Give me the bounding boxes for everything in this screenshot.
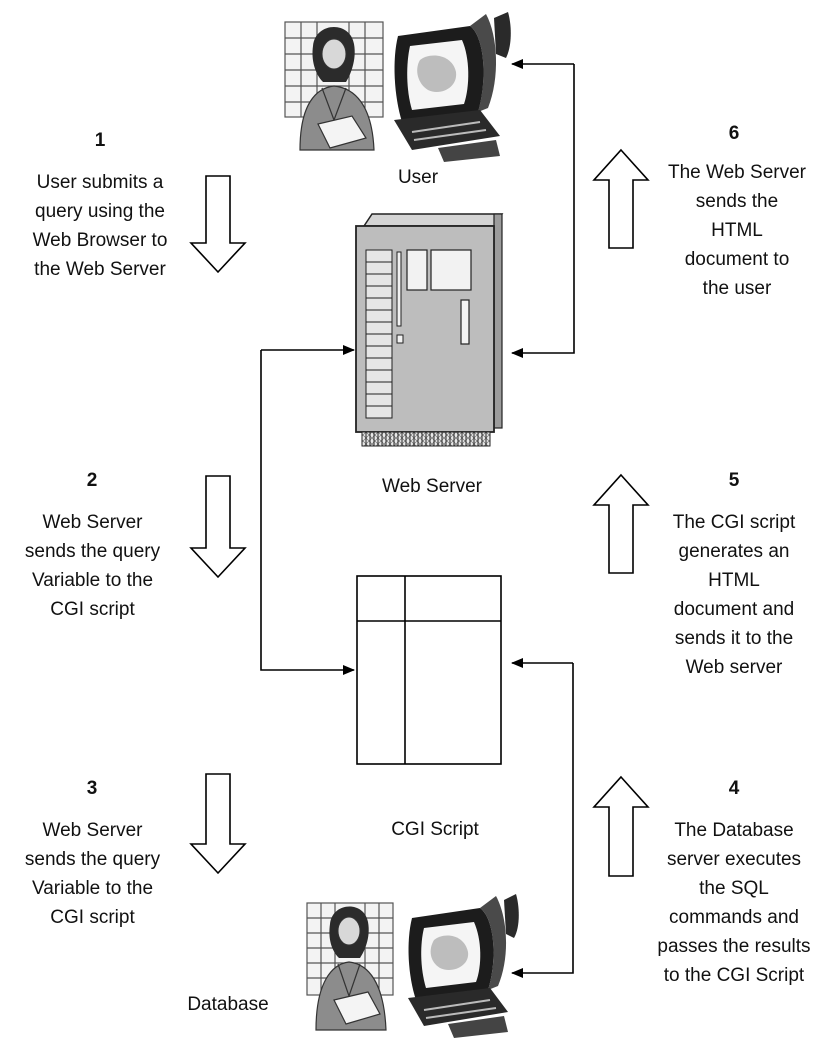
step-text-line: User submits a — [36, 172, 164, 193]
up-arrow-icon — [592, 775, 650, 877]
step-text-line: document to — [684, 249, 790, 270]
step-description: User submits a query using the Web Brows… — [5, 168, 195, 284]
step-text-line: Web Browser to — [32, 230, 168, 251]
step-text-line: sends it to the — [674, 628, 794, 649]
cgi-script-label: CGI Script — [391, 819, 479, 840]
step-text-line: sends the query — [24, 541, 161, 562]
step-text-line: Variable to the — [31, 570, 154, 591]
step-text-line: sends the — [695, 191, 779, 212]
step-text-line: Web Server — [42, 512, 143, 533]
database-clipart-icon — [306, 894, 519, 1038]
step-number: 4 — [728, 778, 740, 799]
step-text-line: CGI script — [50, 599, 135, 620]
connector-server-cgi — [260, 345, 355, 675]
step-number: 1 — [94, 130, 106, 151]
step-text-line: The Database — [674, 820, 794, 841]
step-text-line: Web server — [685, 657, 783, 678]
up-arrow-icon — [592, 473, 650, 574]
step-text-line: commands and — [669, 907, 799, 928]
step-text-line: HTML — [711, 220, 763, 241]
step-description: The CGI script generates an HTML documen… — [640, 508, 828, 682]
step-text-line: to the CGI Script — [663, 965, 805, 986]
step-number: 2 — [86, 470, 98, 491]
step-description: The Database server executes the SQL com… — [640, 816, 828, 990]
step-number: 6 — [728, 123, 740, 144]
step-text-line: HTML — [708, 570, 760, 591]
step-text-line: The CGI script — [672, 512, 796, 533]
step-text-line: Variable to the — [31, 878, 154, 899]
connector-user-server — [511, 59, 575, 358]
step-number: 3 — [86, 778, 98, 799]
step-text-line: passes the results — [657, 936, 811, 957]
step-description: The Web Server sends the HTML document t… — [642, 158, 832, 303]
cgi-script-table-icon — [356, 575, 502, 765]
step-description: Web Server sends the query Variable to t… — [0, 816, 185, 932]
down-arrow-icon — [189, 475, 247, 579]
connector-cgi-database — [511, 658, 574, 978]
step-text-line: sends the query — [24, 849, 161, 870]
step-text-line: the user — [702, 278, 772, 299]
user-clipart-icon — [284, 12, 511, 162]
step-text-line: the SQL — [699, 878, 769, 899]
step-description: Web Server sends the query Variable to t… — [0, 508, 185, 624]
step-text-line: server executes — [666, 849, 802, 870]
step-text-line: query using the — [35, 201, 165, 222]
step-text-line: the Web Server — [34, 259, 166, 280]
down-arrow-icon — [189, 773, 247, 875]
web-server-tower-icon — [355, 213, 504, 447]
step-text-line: document and — [673, 599, 795, 620]
database-label: Database — [187, 994, 269, 1015]
step-text-line: Web Server — [42, 820, 143, 841]
step-text-line: CGI script — [50, 907, 135, 928]
step-number: 5 — [728, 470, 740, 491]
user-label: User — [397, 167, 439, 188]
step-text-line: generates an — [678, 541, 790, 562]
up-arrow-icon — [592, 148, 650, 249]
web-server-label: Web Server — [382, 476, 482, 497]
down-arrow-icon — [189, 175, 247, 274]
step-text-line: The Web Server — [668, 162, 806, 183]
